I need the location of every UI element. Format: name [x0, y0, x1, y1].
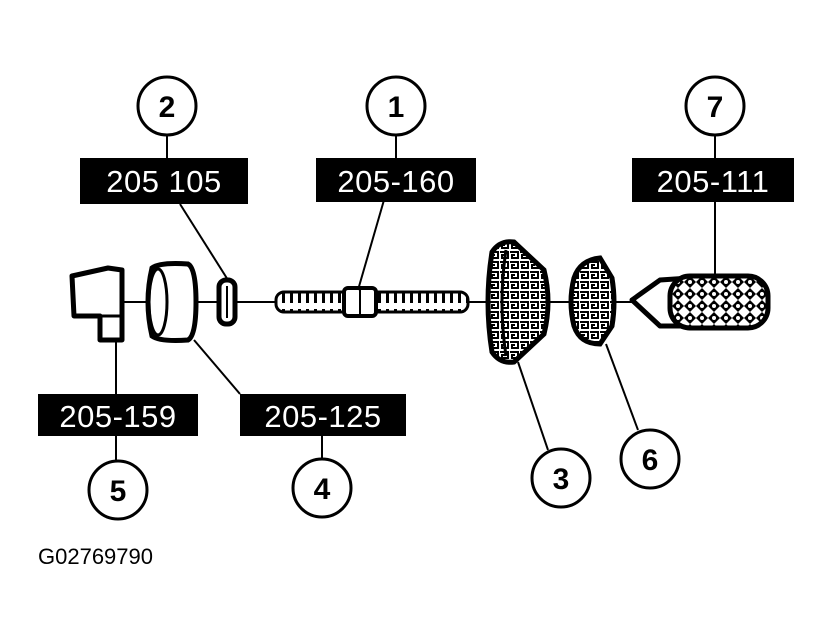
- part-1-threaded-rod: [274, 286, 470, 318]
- svg-text:1: 1: [388, 91, 405, 124]
- part-5-adapter: [69, 265, 125, 343]
- tool-label-205-159: 205-159: [38, 394, 198, 436]
- part-2-ring: [216, 277, 238, 327]
- callout-7: 7: [684, 75, 746, 137]
- svg-text:205-160: 205-160: [337, 164, 454, 199]
- svg-text:3: 3: [553, 463, 570, 496]
- callout-2: 2: [136, 75, 198, 137]
- figure-id: G02769790: [38, 544, 153, 569]
- svg-text:205 105: 205 105: [106, 164, 222, 199]
- callout-3: 3: [530, 447, 592, 509]
- svg-text:2: 2: [159, 91, 176, 124]
- svg-text:205-111: 205-111: [657, 164, 770, 199]
- callout-1: 1: [365, 75, 427, 137]
- svg-text:5: 5: [110, 475, 127, 508]
- leader-lines: [115, 134, 716, 462]
- tool-label-205-111: 205-111: [632, 158, 794, 202]
- tool-label-205-160: 205-160: [316, 158, 476, 202]
- svg-text:205-159: 205-159: [59, 399, 176, 434]
- svg-text:7: 7: [707, 91, 724, 124]
- svg-text:6: 6: [642, 444, 659, 477]
- part-7-knurled-handle: [629, 273, 771, 331]
- svg-text:205-125: 205-125: [264, 399, 381, 434]
- tool-label-205-105: 205 105: [80, 158, 248, 204]
- part-4-cylinder: [145, 261, 199, 343]
- tool-label-205-125: 205-125: [240, 394, 406, 436]
- callout-6: 6: [619, 428, 681, 490]
- svg-text:4: 4: [314, 473, 331, 506]
- callout-4: 4: [291, 457, 353, 519]
- part-3-bell-cup: [485, 239, 551, 365]
- callout-5: 5: [87, 459, 149, 521]
- part-6-small-cup: [568, 255, 617, 347]
